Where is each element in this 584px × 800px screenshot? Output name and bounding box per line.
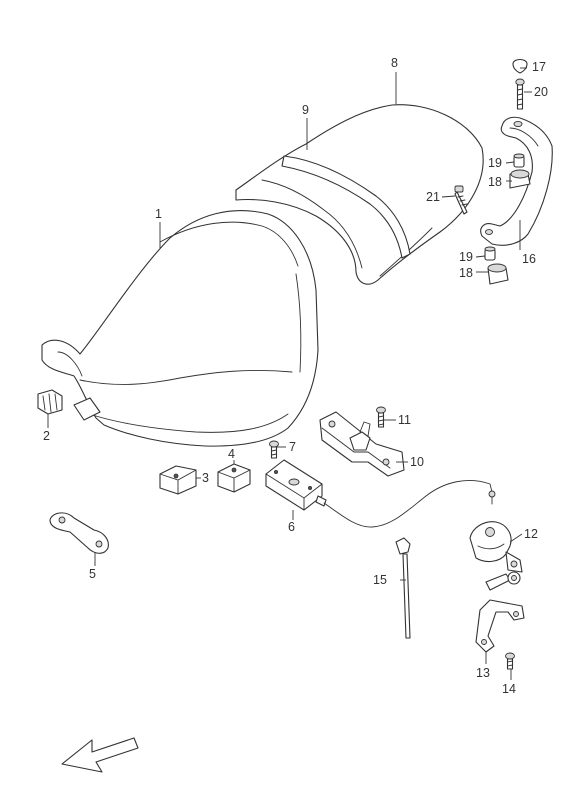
latch-plate-10[interactable]: [319, 411, 405, 477]
callout-12: 12: [524, 527, 538, 541]
bolt-20[interactable]: [515, 78, 525, 110]
lock-bracket-13[interactable]: [475, 599, 525, 653]
front-seat[interactable]: [41, 210, 319, 447]
callout-20: 20: [534, 85, 548, 99]
callout-17: 17: [532, 60, 546, 74]
bracket-3[interactable]: [159, 465, 197, 495]
bracket-4[interactable]: [217, 463, 251, 493]
nut-18-upper[interactable]: [509, 169, 531, 189]
callout-13: 13: [476, 666, 490, 680]
callout-2: 2: [43, 429, 50, 443]
callout-10: 10: [410, 455, 424, 469]
leader-lines: [47, 67, 532, 680]
grab-handle[interactable]: [480, 116, 553, 246]
callout-18-lower: 18: [459, 266, 473, 280]
callout-9: 9: [302, 103, 309, 117]
callout-18-upper: 18: [488, 175, 502, 189]
clip-2[interactable]: [37, 389, 63, 415]
callout-5: 5: [89, 567, 96, 581]
bushing-19-lower[interactable]: [484, 246, 496, 261]
seat-strap[interactable]: [281, 155, 411, 259]
bushing-19-upper[interactable]: [513, 153, 525, 168]
callout-14: 14: [502, 682, 516, 696]
callout-8: 8: [391, 56, 398, 70]
lock-plate-6[interactable]: [265, 459, 327, 511]
callout-6: 6: [288, 520, 295, 534]
callout-11: 11: [398, 413, 411, 427]
callout-19-upper: 19: [488, 156, 502, 170]
bracket-5[interactable]: [49, 512, 109, 554]
cap-17[interactable]: [512, 58, 528, 74]
screw-14[interactable]: [505, 652, 515, 670]
callout-7: 7: [289, 440, 296, 454]
callout-21: 21: [426, 190, 440, 204]
cable-tie-15[interactable]: [395, 537, 411, 639]
screw-7[interactable]: [269, 440, 279, 459]
callout-19-lower: 19: [459, 250, 473, 264]
callout-1: 1: [155, 207, 162, 221]
seat-lock-12[interactable]: [469, 521, 523, 591]
callout-3: 3: [202, 471, 209, 485]
bolt-21[interactable]: [454, 185, 468, 215]
nut-18-lower[interactable]: [487, 263, 509, 285]
callout-4: 4: [228, 447, 235, 461]
callout-15: 15: [373, 573, 387, 587]
callout-16: 16: [522, 252, 536, 266]
screw-11[interactable]: [376, 406, 386, 428]
front-direction-arrow-icon: [61, 737, 139, 773]
seat-lock-cable[interactable]: [323, 479, 496, 528]
